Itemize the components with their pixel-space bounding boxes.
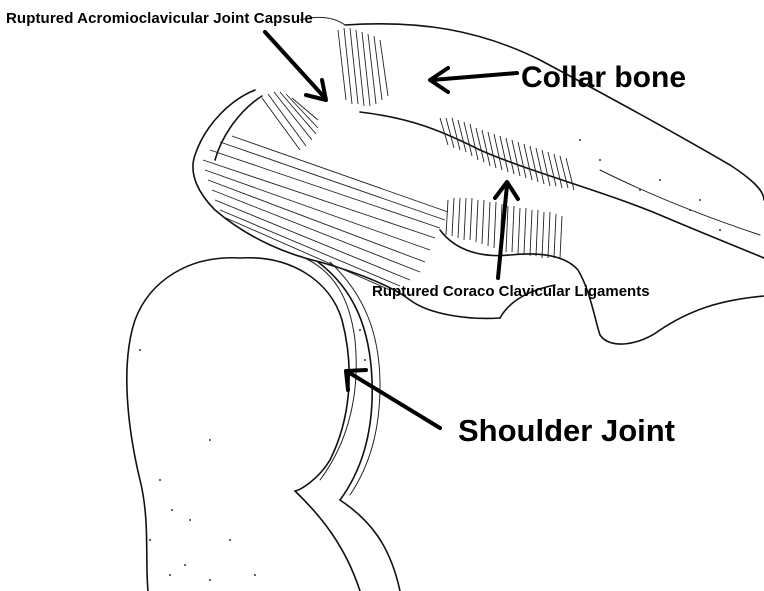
collar-bone-arrow <box>430 68 517 92</box>
collar-bone <box>300 18 764 258</box>
coracoclavicular-ligaments-label: Ruptured Coraco Clavicular Ligaments <box>372 283 650 300</box>
coracoacromial-band-fibers <box>203 136 448 290</box>
glenoid-rim <box>318 262 400 591</box>
ac-joint-capsule-label: Ruptured Acromioclavicular Joint Capsule <box>6 10 313 27</box>
acj-arrow <box>265 32 326 100</box>
coracoclavicular-arrow <box>495 182 518 278</box>
shoulder-joint-label: Shoulder Joint <box>458 413 675 449</box>
shoulder-joint-arrow <box>346 370 440 428</box>
collar-bone-label: Collar bone <box>521 61 686 95</box>
humeral-head <box>127 256 360 591</box>
